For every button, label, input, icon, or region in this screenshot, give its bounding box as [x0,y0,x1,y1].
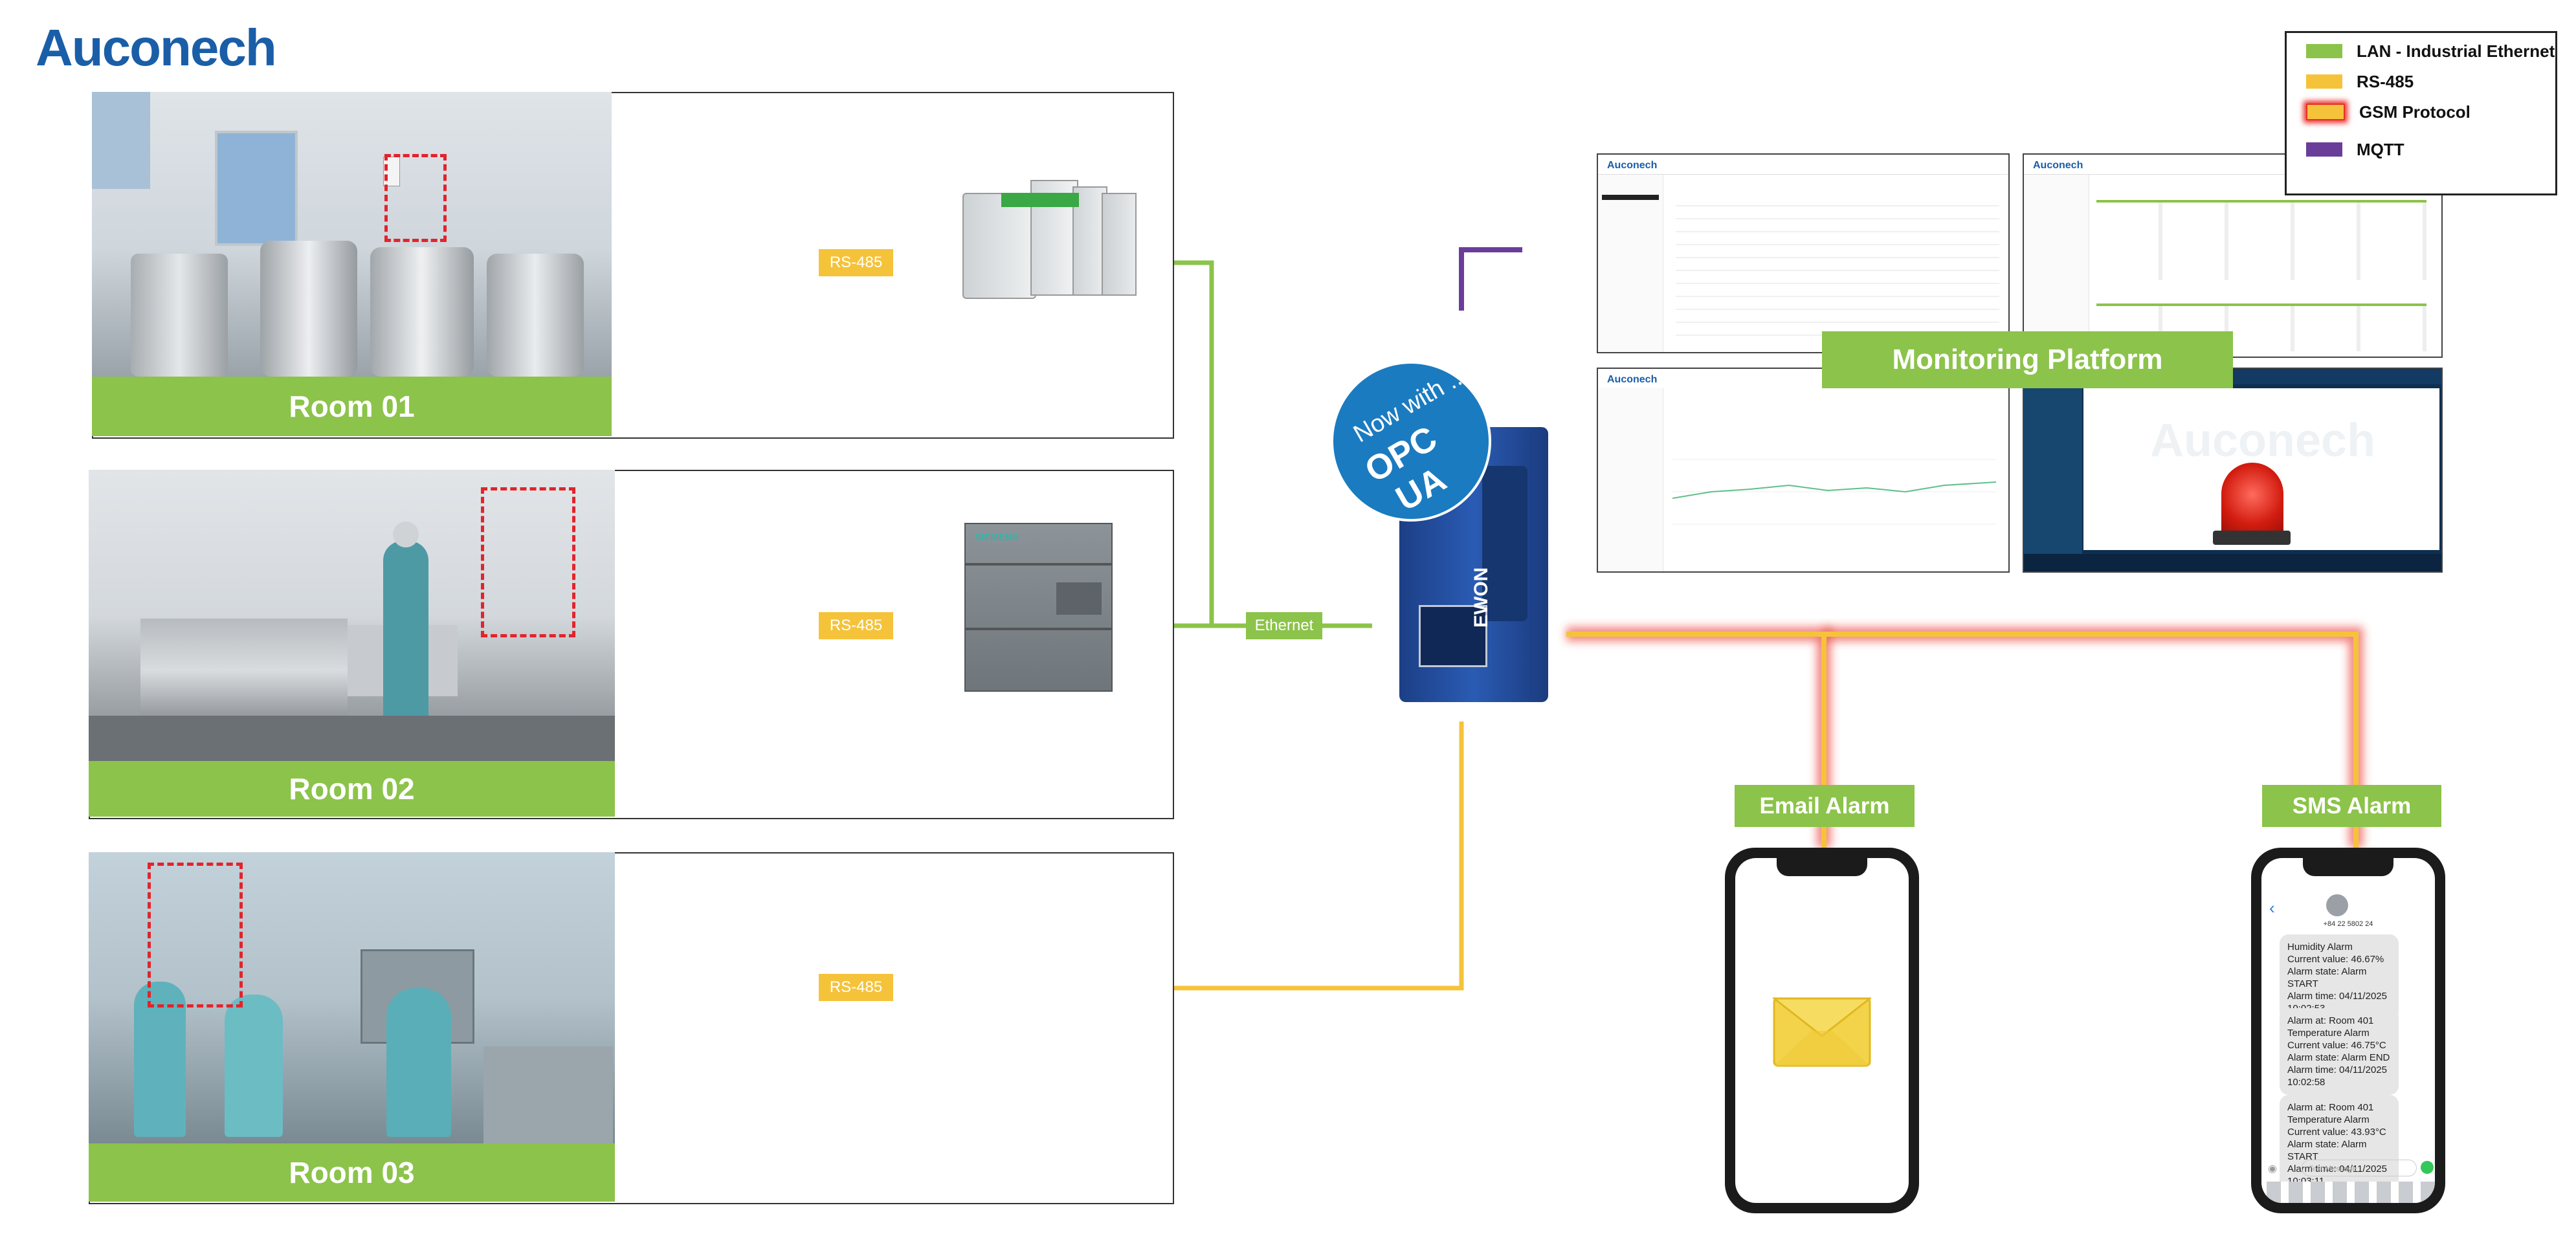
plc-controller-2: SIEMENS [964,523,1113,692]
room02-photo [89,470,615,761]
sms-message-1: Humidity Alarm Current value: 46.67% Ala… [2280,934,2399,1021]
room01-label: Room 01 [92,377,612,436]
room03-photo [89,852,615,1143]
sms-message-2: Alarm at: Room 401 Temperature Alarm Cur… [2280,1008,2399,1095]
sms-phone: ‹ +84 22 5802 24 Humidity Alarm Current … [2251,848,2445,1213]
room02-label: Room 02 [89,761,615,817]
legend-item-lan: LAN - Industrial Ethernet [2306,38,2555,64]
legend-swatch-gsm [2306,104,2345,120]
siemens-brand-text: SIEMENS [975,532,1019,543]
legend-swatch-lan [2306,44,2342,58]
opc-ua-badge: Now with ... OPC UA [1331,361,1491,522]
screen-logo: Auconech [2033,160,2083,171]
legend-item-mqtt: MQTT [2306,137,2404,162]
rs485-tag-room03: RS-485 [819,974,893,1001]
message-input[interactable]: Text Message [2302,1160,2417,1176]
legend-label-lan: LAN - Industrial Ethernet [2357,41,2555,61]
monitoring-screen-table: Auconech [1597,153,2010,353]
mqtt-line [1459,247,1522,311]
plc-controller-1 [962,167,1137,306]
sms-message-3: Alarm at: Room 401 Temperature Alarm Cur… [2280,1095,2399,1194]
gsm-lines [1566,627,2363,848]
screen-watermark: Auconech [2150,415,2376,467]
contact-avatar [2326,894,2348,916]
camera-icon[interactable]: ◉ [2268,1163,2277,1174]
room02-sensor-highlight [481,487,575,637]
room01-photo [92,92,612,377]
room01-sensor-highlight [384,154,447,242]
legend-item-rs485: RS-485 [2306,69,2414,94]
email-phone [1725,848,1919,1213]
auconech-logo: Auconech [36,19,277,76]
legend-swatch-mqtt [2306,142,2342,157]
room03-sensor-highlight [148,863,243,1008]
monitoring-platform-title: Monitoring Platform [1822,331,2233,388]
legend-label-gsm: GSM Protocol [2359,102,2471,122]
envelope-icon [1771,997,1873,1067]
legend: LAN - Industrial Ethernet RS-485 GSM Pro… [2285,31,2557,195]
rs485-tag-room01: RS-485 [819,249,893,276]
screen-logo: Auconech [1607,160,1658,171]
legend-swatch-rs485 [2306,74,2342,89]
monitoring-screen-alarms: Auconech [2023,368,2443,573]
screen-logo: Auconech [1607,374,1658,385]
room03-label: Room 03 [89,1143,615,1202]
legend-label-mqtt: MQTT [2357,139,2404,159]
rs485-tag-room02: RS-485 [819,612,893,639]
app-strip [2261,1182,2435,1203]
monitoring-screen-chart: Auconech [1597,368,2010,573]
ethernet-tag: Ethernet [1246,612,1322,639]
send-icon[interactable] [2421,1161,2434,1174]
email-alarm-title: Email Alarm [1735,785,1915,827]
alarm-beacon-icon [2221,463,2283,534]
sms-alarm-title: SMS Alarm [2262,785,2441,827]
back-chevron-icon[interactable]: ‹ [2269,898,2275,918]
ewon-brand-text: EWON [1471,567,1492,628]
legend-item-gsm: GSM Protocol [2306,99,2471,125]
contact-number: +84 22 5802 24 [2323,920,2373,928]
legend-label-rs485: RS-485 [2357,71,2414,91]
